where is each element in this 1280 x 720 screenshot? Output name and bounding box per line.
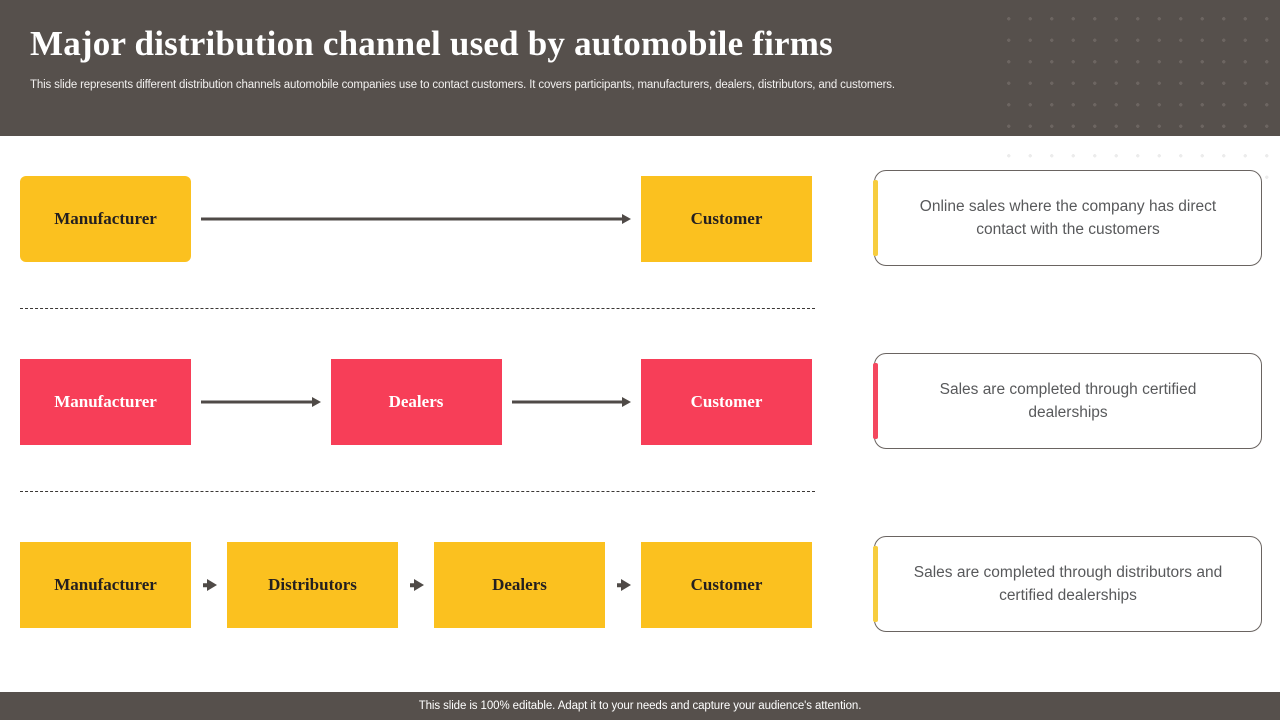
arrow-line [617, 583, 623, 587]
description-card-text: Sales are completed through certified de… [939, 381, 1197, 421]
description-card-distributors-dealerships[interactable]: Sales are completed through distributors… [872, 536, 1262, 632]
arrow-line [201, 217, 625, 221]
description-card-certified-dealerships[interactable]: Sales are completed through certified de… [872, 353, 1262, 449]
arrow-line [203, 583, 209, 587]
arrow-head-icon [311, 397, 321, 407]
description-card-text: Online sales where the company has direc… [919, 198, 1217, 238]
flow-node-customer[interactable]: Customer [641, 359, 812, 445]
arrow-head-icon [622, 397, 631, 407]
arrow-head-icon [207, 579, 217, 591]
arrow-line [201, 400, 315, 404]
page-subtitle: This slide represents different distribu… [30, 79, 895, 91]
flow-arrow-manufacturer-to-dealers [191, 359, 331, 445]
flow-row-direct-channel: Manufacturer Customer [20, 176, 812, 262]
slide-header: Major distribution channel used by autom… [0, 0, 1280, 136]
flow-arrow-manufacturer-to-distributors [191, 542, 227, 628]
arrow-head-icon [621, 579, 631, 591]
description-card-text: Sales are completed through distributors… [913, 564, 1223, 604]
description-card-online-sales[interactable]: Online sales where the company has direc… [872, 170, 1262, 266]
header-dot-pattern-decoration [992, 0, 1280, 136]
row-divider [20, 308, 815, 309]
card-accent-bar [872, 546, 878, 622]
edge-dot-pattern-decoration [1266, 170, 1280, 290]
card-accent-bar [872, 180, 878, 256]
flow-row-distributor-channel: Manufacturer Distributors Dealers Custom… [20, 542, 812, 628]
flow-arrow-dealers-to-customer [502, 359, 642, 445]
flow-arrow-dealers-to-customer [605, 542, 641, 628]
flow-arrow-manufacturer-to-customer [191, 176, 641, 262]
distribution-channel-flow: Manufacturer Customer Manufacturer Deale… [0, 136, 840, 684]
arrow-head-icon [622, 214, 631, 224]
card-accent-bar [872, 363, 878, 439]
flow-node-dealers[interactable]: Dealers [330, 359, 502, 445]
arrow-line [511, 400, 625, 404]
flow-row-dealer-channel: Manufacturer Dealers Customer [20, 359, 812, 445]
row-divider [20, 491, 815, 492]
slide-footer: This slide is 100% editable. Adapt it to… [0, 692, 1280, 720]
flow-node-distributors[interactable]: Distributors [227, 542, 398, 628]
page-title: Major distribution channel used by autom… [30, 24, 833, 63]
flow-node-dealers[interactable]: Dealers [434, 542, 605, 628]
flow-node-customer[interactable]: Customer [641, 176, 812, 262]
flow-node-manufacturer[interactable]: Manufacturer [20, 359, 191, 445]
arrow-head-icon [414, 579, 424, 591]
flow-arrow-distributors-to-dealers [398, 542, 434, 628]
flow-node-customer[interactable]: Customer [641, 542, 812, 628]
flow-node-manufacturer[interactable]: Manufacturer [20, 542, 191, 628]
flow-node-manufacturer[interactable]: Manufacturer [20, 176, 191, 262]
channel-description-cards: Online sales where the company has direc… [872, 136, 1264, 684]
footer-note: This slide is 100% editable. Adapt it to… [418, 700, 862, 712]
arrow-line [410, 583, 416, 587]
